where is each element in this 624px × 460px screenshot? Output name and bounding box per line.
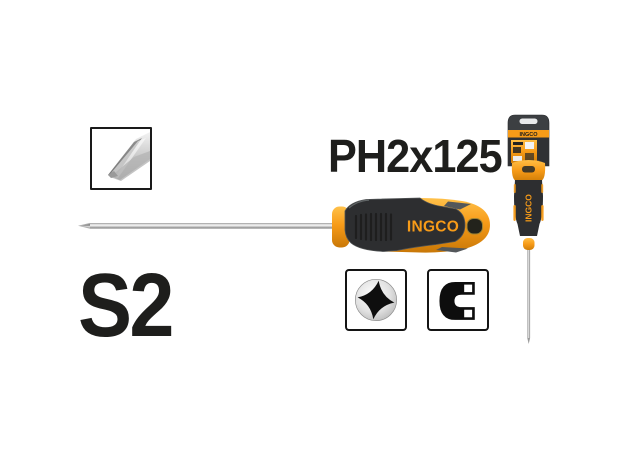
steel-grade-label: S2 — [78, 256, 174, 356]
phillips-bit-closeup-icon — [108, 132, 150, 181]
packaged-brand-text: INGCO — [524, 194, 534, 222]
driver-shaft — [78, 222, 333, 229]
packaged-product: INGCO INGCO — [507, 114, 550, 344]
handle-brand-text: INGCO — [407, 219, 459, 236]
screwdriver-photo: INGCO — [78, 197, 490, 253]
handle-accent — [444, 201, 471, 210]
handle-accent — [436, 247, 468, 253]
handle-hang-hole — [466, 218, 483, 235]
handle-highlight — [348, 199, 370, 209]
phillips-head-icon — [345, 269, 407, 331]
size-label: PH2x125 — [328, 130, 503, 182]
bit-closeup-box — [90, 127, 152, 190]
packaged-handle: INGCO — [511, 160, 546, 250]
packaged-shaft — [527, 250, 531, 344]
card-brand-text: INGCO — [519, 132, 538, 138]
magnet-icon — [427, 269, 489, 331]
blister-card: INGCO — [507, 114, 550, 167]
handle-ribs — [354, 212, 393, 242]
